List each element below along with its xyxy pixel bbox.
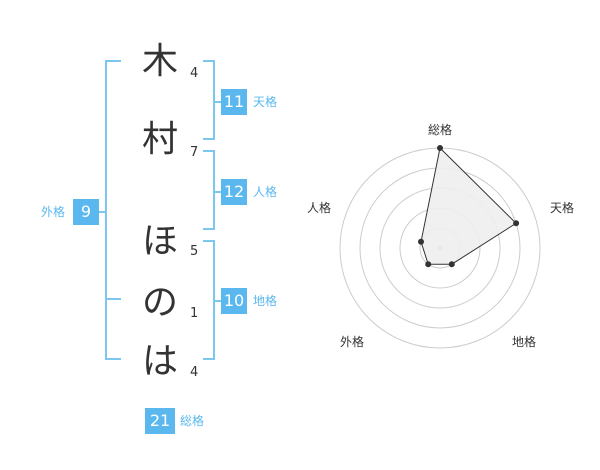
sou-kaku-label: 総格 — [180, 414, 205, 428]
radar-center-dot — [437, 245, 443, 251]
radar-point-3 — [425, 261, 432, 268]
name-char-1: 木 — [141, 41, 178, 82]
radar-axis-label-ten: 天格 — [550, 201, 575, 215]
jin-bracket-bottom — [203, 228, 215, 230]
outer-bracket-connector — [95, 211, 105, 213]
chi-kaku-label: 地格 — [253, 294, 278, 308]
name-char-5: は — [141, 341, 178, 382]
stroke-count-4: 1 — [190, 306, 199, 321]
radar-point-4 — [418, 238, 424, 245]
radar-grid — [339, 147, 541, 349]
ten-bracket-vertical — [213, 60, 215, 140]
radar-points — [418, 145, 520, 268]
outer-bracket-mid — [105, 298, 121, 300]
stroke-count-1: 4 — [190, 66, 199, 81]
radar-axis-label-sou: 総格 — [428, 123, 453, 137]
name-char-4: の — [141, 282, 178, 323]
ten-bracket-top — [203, 60, 215, 62]
outer-bracket-top — [105, 60, 121, 62]
radar-point-2 — [448, 261, 455, 268]
radar-data-polygon — [420, 146, 517, 265]
jin-kaku-value: 12 — [221, 179, 247, 205]
jin-bracket-vertical — [213, 150, 215, 230]
stroke-count-3: 5 — [190, 244, 199, 259]
radar-axis-label-jin: 人格 — [307, 201, 332, 215]
gai-kaku-label: 外格 — [41, 205, 66, 219]
stroke-count-5: 4 — [190, 365, 199, 380]
gai-kaku-value: 9 — [73, 199, 99, 225]
outer-bracket-bottom — [105, 358, 121, 360]
ten-kaku-label: 天格 — [253, 95, 278, 109]
ten-bracket-bottom — [203, 138, 215, 140]
chi-kaku-value: 10 — [221, 288, 247, 314]
ten-kaku-value: 11 — [221, 89, 247, 115]
radar-ring-2 — [399, 207, 481, 289]
radar-axis-label-chi: 地格 — [512, 335, 537, 349]
jin-bracket-top — [203, 150, 215, 152]
name-char-2: 村 — [141, 119, 178, 160]
jin-bracket-connector — [213, 191, 221, 193]
sou-kaku-value: 21 — [145, 408, 175, 434]
chi-bracket-connector — [213, 300, 221, 302]
radar-ring-3 — [379, 187, 501, 309]
ten-bracket-connector — [213, 101, 221, 103]
jin-kaku-label: 人格 — [253, 185, 278, 199]
radar-point-0 — [437, 145, 443, 151]
radar-ring-4 — [359, 167, 521, 329]
radar-point-1 — [513, 220, 520, 227]
radar-ring-1 — [419, 227, 461, 269]
radar-axis-label-gai: 外格 — [340, 335, 365, 349]
stroke-count-2: 7 — [190, 145, 199, 160]
outer-bracket-vertical — [105, 60, 107, 360]
radar-ring-5 — [339, 147, 541, 349]
chi-bracket-top — [203, 240, 215, 242]
chi-bracket-bottom — [203, 358, 215, 360]
name-char-3: ほ — [141, 221, 178, 262]
